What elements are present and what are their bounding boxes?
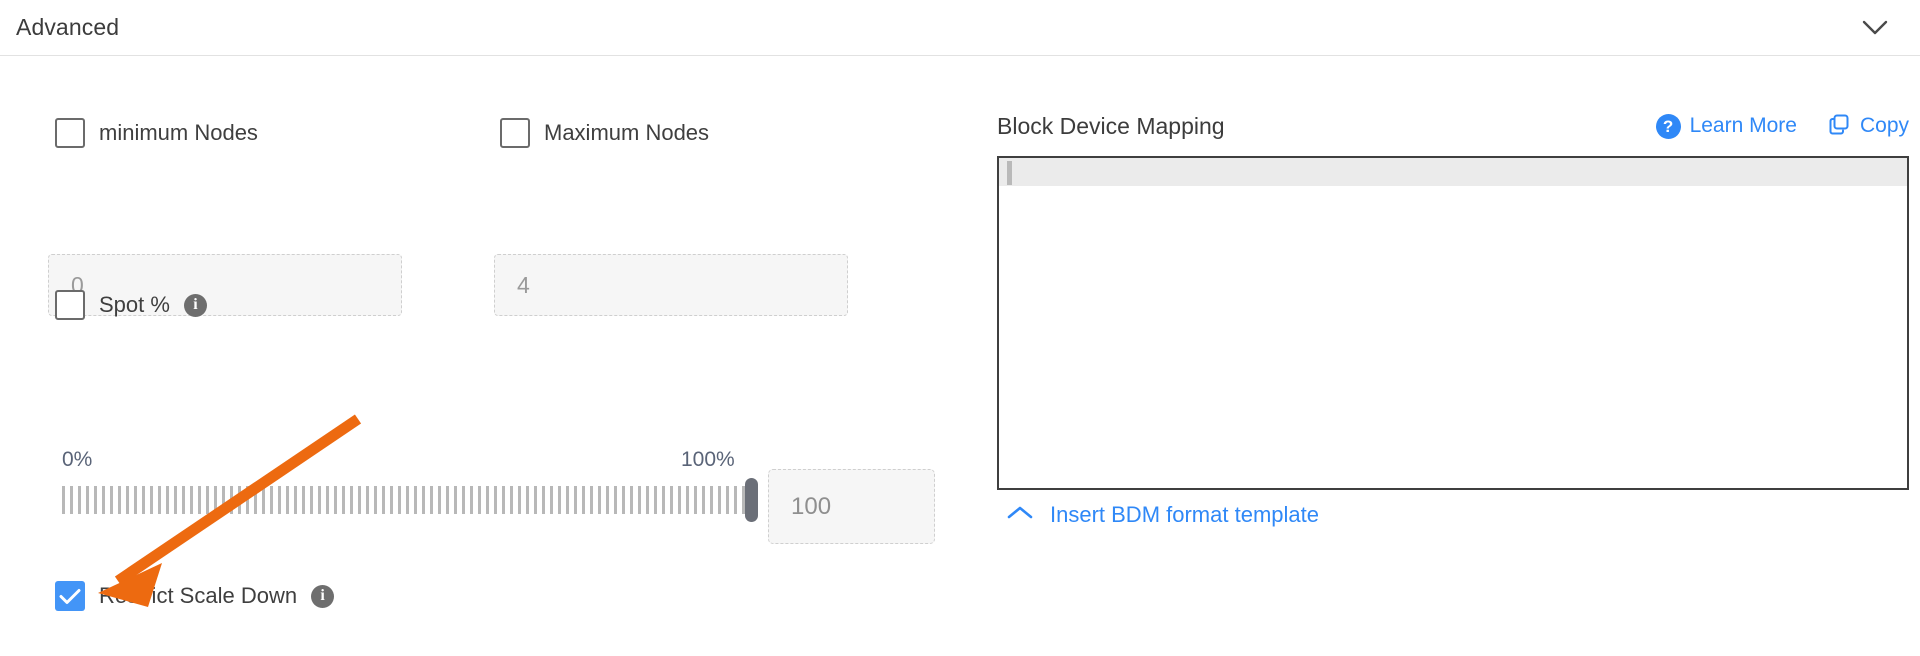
restrict-scale-down-checkbox[interactable] [55,581,85,611]
minimum-nodes-input[interactable]: 0 [48,254,402,316]
copy-button[interactable]: Copy [1827,112,1909,141]
maximum-nodes-label: Maximum Nodes [544,120,710,145]
copy-icon [1827,112,1851,141]
insert-bdm-template-link[interactable]: Insert BDM format template [1006,502,1319,528]
chevron-up-icon [1006,505,1034,526]
learn-more-link[interactable]: ? Learn More [1655,113,1797,139]
spot-percent-checkbox[interactable] [55,290,85,320]
block-device-mapping-panel: Block Device Mapping ? Learn More Copy [997,56,1920,656]
minimum-nodes-label: minimum Nodes [99,120,258,145]
page-title: Advanced [16,14,120,40]
chevron-down-icon[interactable] [1858,11,1892,45]
spot-percent-row: Spot % i [55,290,207,320]
copy-label: Copy [1859,114,1909,137]
slider-handle[interactable] [745,478,758,522]
slider-max-label: 100% [681,448,735,471]
bdm-title: Block Device Mapping [997,112,1225,139]
bdm-header: Block Device Mapping ? Learn More Copy [997,111,1909,141]
minimum-nodes-row: minimum Nodes [55,118,258,148]
advanced-left-panel: minimum Nodes 0 Maximum Nodes 4 Spot % i… [0,56,990,656]
spot-percent-value-input[interactable]: 100 [768,469,935,544]
slider-min-label: 0% [62,448,93,471]
restrict-scale-down-row: Restrict Scale Down i [55,581,335,611]
maximum-nodes-checkbox[interactable] [500,118,530,148]
maximum-nodes-input[interactable]: 4 [494,254,848,316]
spot-percent-info-icon[interactable]: i [183,293,207,317]
question-circle-icon: ? [1655,113,1681,139]
restrict-scale-down-label: Restrict Scale Down [99,583,298,608]
minimum-nodes-checkbox[interactable] [55,118,85,148]
maximum-nodes-row: Maximum Nodes [500,118,709,148]
spot-percent-slider[interactable]: 0% 100% [62,448,762,528]
advanced-section-header[interactable]: Advanced [0,0,1920,56]
bdm-textarea[interactable] [997,156,1909,490]
text-caret [1007,161,1012,185]
insert-bdm-template-label: Insert BDM format template [1050,502,1319,527]
spot-percent-label: Spot % [99,292,170,317]
bdm-actions: ? Learn More Copy [1655,112,1909,141]
restrict-scale-down-info-icon[interactable]: i [311,584,335,608]
bdm-active-line [999,158,1907,186]
slider-track[interactable] [62,486,752,514]
learn-more-label: Learn More [1689,114,1797,137]
